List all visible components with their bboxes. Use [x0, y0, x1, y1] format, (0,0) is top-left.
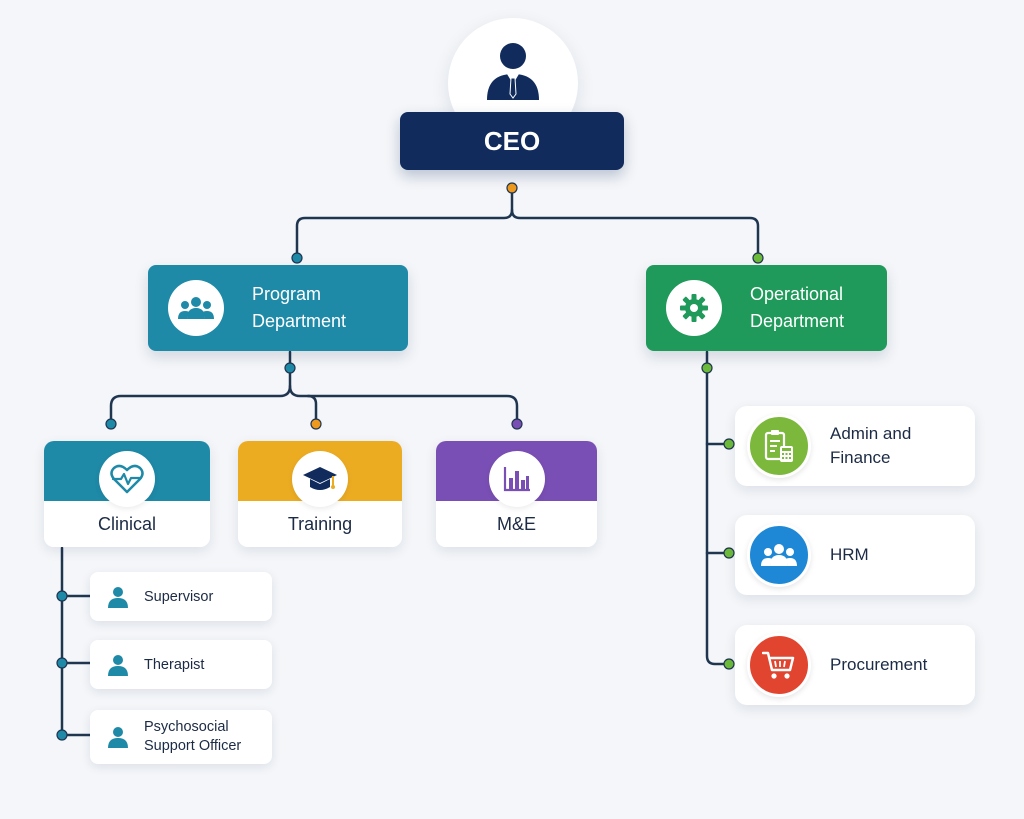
clinical-icon-circle [99, 451, 155, 507]
hrm-icon-circle [747, 523, 811, 587]
ceo-node[interactable]: CEO [400, 112, 624, 170]
me-node[interactable]: M&E [436, 441, 597, 547]
person-icon [108, 586, 128, 608]
graduation-cap-icon [303, 467, 337, 490]
supervisor-label: Supervisor [144, 588, 214, 605]
psychosocial-support-officer-label: Psychosocial Support Officer [144, 719, 242, 754]
therapist-label: Therapist [144, 656, 205, 673]
clinical-header [44, 441, 210, 507]
ceo-title: CEO [483, 125, 541, 156]
shopping-cart-icon [762, 651, 795, 679]
me-icon-circle [488, 451, 545, 507]
training-header [238, 441, 402, 507]
program-department-icon-circle [168, 280, 224, 336]
operational-department-icon-circle [666, 280, 722, 336]
supervisor-node[interactable]: Supervisor [90, 572, 272, 621]
people-group-icon [761, 544, 797, 566]
training-node[interactable]: Training [238, 441, 402, 547]
person-icon [108, 726, 128, 748]
heartbeat-icon [110, 464, 144, 494]
ceo-person-icon [487, 43, 539, 100]
admin-finance-label: Admin and Finance [830, 424, 912, 467]
me-label: M&E [436, 501, 597, 547]
procurement-icon-circle [747, 633, 811, 697]
people-group-icon [178, 297, 214, 319]
clinical-label: Clinical [44, 501, 210, 547]
program-department-label: Program Department [252, 284, 347, 331]
operational-department-label: Operational Department [750, 284, 845, 331]
hrm-node[interactable]: HRM [735, 515, 975, 595]
me-header [436, 441, 597, 507]
admin-finance-icon-circle [747, 414, 811, 478]
training-icon-circle [292, 451, 348, 507]
therapist-node[interactable]: Therapist [90, 640, 272, 689]
psychosocial-support-officer-node[interactable]: Psychosocial Support Officer [90, 710, 272, 764]
training-label: Training [238, 501, 402, 547]
operational-department-node[interactable]: Operational Department [646, 265, 887, 351]
clinical-node[interactable]: Clinical [44, 441, 210, 547]
procurement-label: Procurement [830, 655, 928, 674]
program-department-node[interactable]: Program Department [148, 265, 408, 351]
gear-icon [680, 294, 708, 322]
hrm-label: HRM [830, 545, 869, 564]
clipboard-calculator-icon [764, 430, 793, 462]
person-icon [108, 654, 128, 676]
admin-finance-node[interactable]: Admin and Finance [735, 406, 975, 486]
procurement-node[interactable]: Procurement [735, 625, 975, 705]
bar-chart-icon [503, 467, 530, 492]
